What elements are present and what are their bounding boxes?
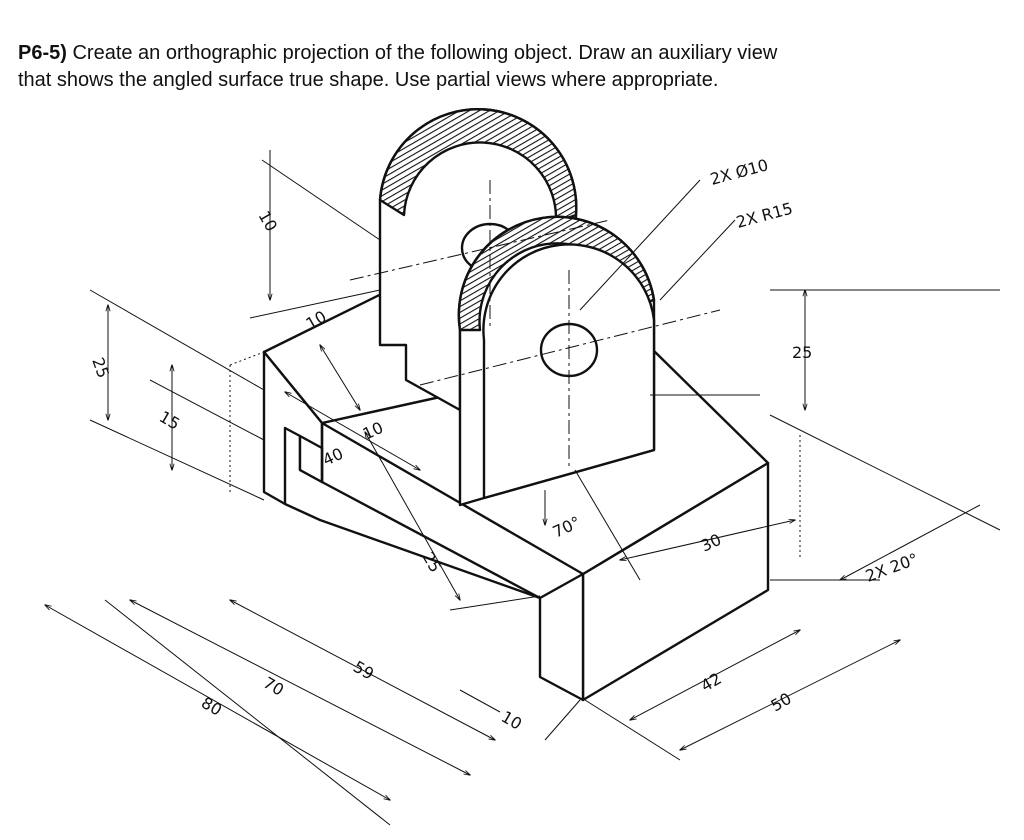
rear-upright-hatch xyxy=(378,108,578,224)
problem-text-1: Create an orthographic projection of the… xyxy=(66,42,778,64)
label-radius: 2X R15 xyxy=(734,199,795,232)
dim-40: 40 xyxy=(320,444,346,470)
dim-70: 70 xyxy=(260,673,287,700)
object-geometry xyxy=(262,108,770,702)
problem-statement: P6-5) Create an orthographic projection … xyxy=(18,40,1008,94)
dim-10-bottom: 10 xyxy=(498,707,525,734)
dim-15-left: 15 xyxy=(156,407,183,434)
dimension-lines xyxy=(45,150,1001,826)
dim-25-left: 25 xyxy=(88,355,113,381)
problem-number: P6-5) xyxy=(18,42,67,64)
center-lines xyxy=(349,180,721,470)
dim-25-front: 25 xyxy=(419,549,446,576)
dim-10-top: 10 xyxy=(255,208,282,235)
dim-80: 80 xyxy=(198,693,225,720)
label-hole: 2X Ø10 xyxy=(708,155,770,189)
dim-59: 59 xyxy=(350,657,377,684)
problem-line-1: P6-5) Create an orthographic projection … xyxy=(18,40,1008,67)
problem-line-2: that shows the angled surface true shape… xyxy=(18,69,719,91)
label-angle: 2X 20° xyxy=(863,549,921,586)
phantom-lines xyxy=(229,351,801,560)
base-left-edge xyxy=(284,502,541,600)
dim-25-right: 25 xyxy=(792,343,812,362)
dim-42: 42 xyxy=(698,669,725,696)
dim-50: 50 xyxy=(768,689,795,716)
front-leg-face xyxy=(538,572,585,702)
